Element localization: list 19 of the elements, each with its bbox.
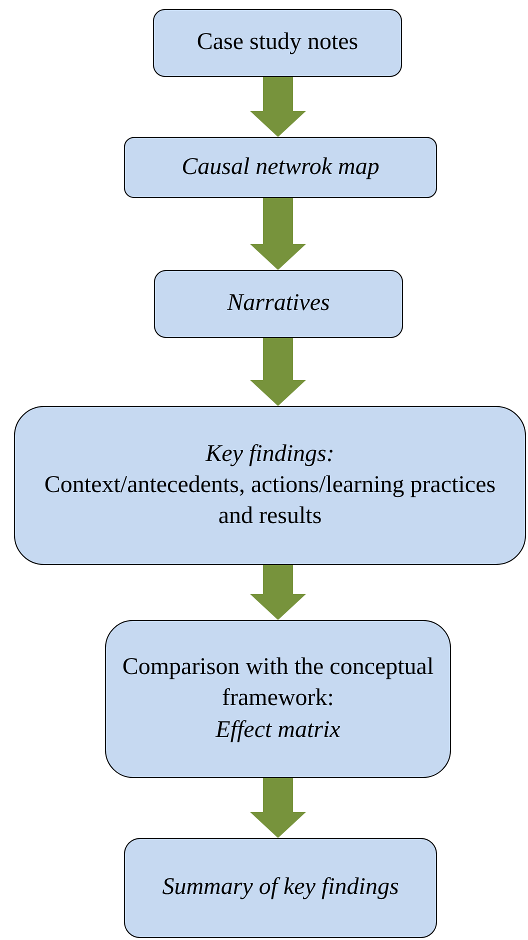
box-text: Comparison with the conceptual framework: bbox=[121, 653, 435, 714]
box-text: Key findings: bbox=[206, 440, 334, 469]
box-text: Causal netwrok map bbox=[182, 152, 380, 182]
block-arrow bbox=[250, 778, 306, 838]
process-box bbox=[124, 137, 437, 198]
process-box bbox=[154, 270, 403, 338]
process-box bbox=[124, 838, 437, 938]
box-text: Effect matrix bbox=[216, 716, 340, 745]
block-arrow bbox=[250, 198, 306, 270]
process-box bbox=[14, 406, 526, 565]
process-box bbox=[105, 620, 451, 778]
process-box bbox=[153, 9, 402, 77]
block-arrow bbox=[250, 565, 306, 620]
box-text: Context/antecedents, actions/learning practices and results bbox=[43, 470, 497, 532]
box-text: Case study notes bbox=[196, 28, 358, 58]
box-text: Narratives bbox=[227, 289, 330, 318]
block-arrow bbox=[250, 338, 306, 406]
box-text: Summary of key findings bbox=[162, 873, 399, 902]
block-arrow bbox=[250, 77, 306, 137]
